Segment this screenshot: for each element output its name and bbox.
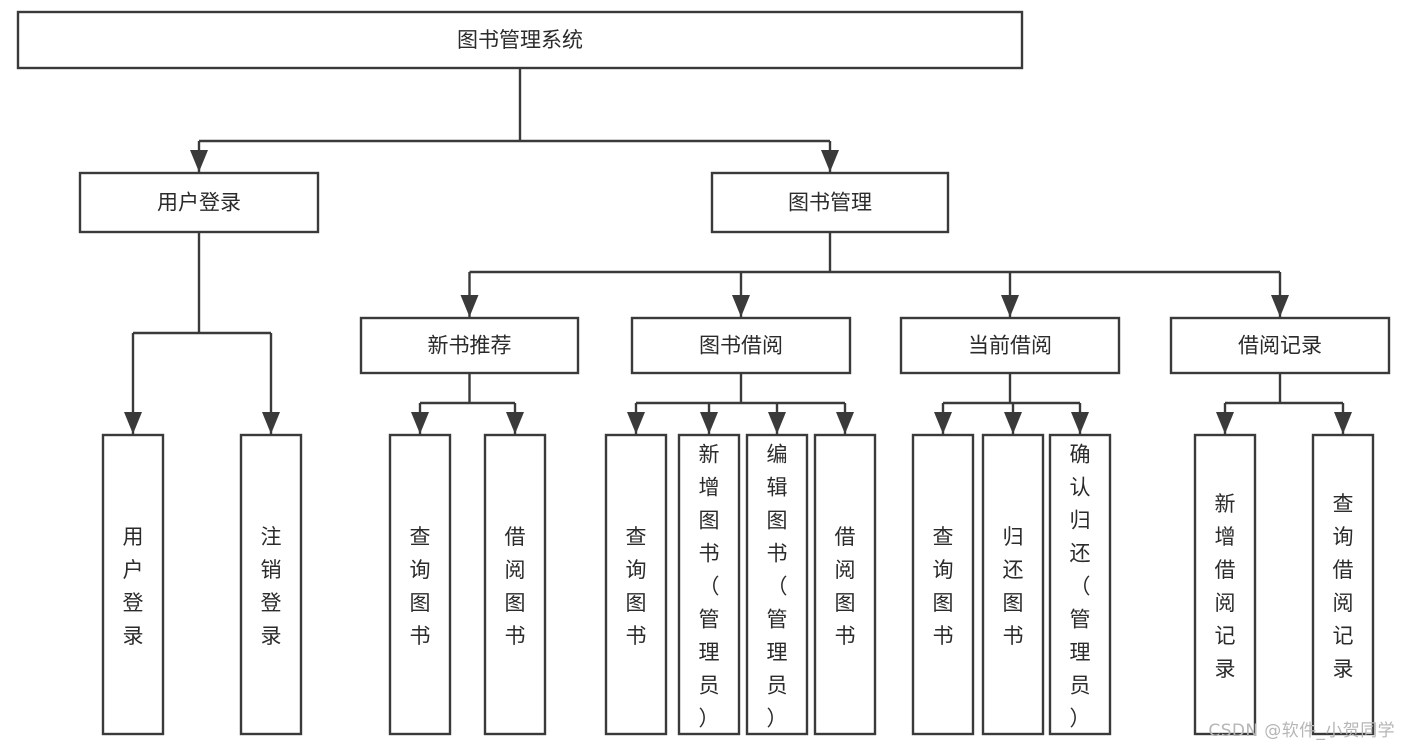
node-box-add-borrow-record[interactable] <box>1193 433 1257 736</box>
arrow-head-icon <box>1071 412 1089 434</box>
node-label-root: 图书管理系统 <box>457 28 583 52</box>
node-query-book-3[interactable]: 查询图书 <box>911 433 975 736</box>
node-box-book-manage[interactable] <box>710 171 950 234</box>
node-box-return-book[interactable] <box>981 433 1045 736</box>
arrow-head-icon <box>411 412 429 434</box>
node-label-edit-book-admin: 编辑图书（管理员） <box>767 443 788 731</box>
node-label-query-book-2: 查询图书 <box>626 525 647 648</box>
node-label-book-manage: 图书管理 <box>788 191 872 215</box>
edge-user-login-to-children <box>124 232 280 434</box>
node-box-query-book-3[interactable] <box>911 433 975 736</box>
node-label-current-borrow: 当前借阅 <box>968 334 1052 358</box>
node-label-user-login-do: 用户登录 <box>123 525 144 648</box>
arrow-head-icon <box>1001 295 1019 317</box>
node-borrow-book-1[interactable]: 借阅图书 <box>483 433 547 736</box>
node-label-new-book-recommend: 新书推荐 <box>428 334 512 358</box>
edge-root-to-level1 <box>190 68 839 172</box>
node-box-confirm-return-admin[interactable] <box>1048 433 1112 736</box>
node-add-book-admin[interactable]: 新增图书（管理员） <box>677 433 741 736</box>
arrow-head-icon <box>732 295 750 317</box>
node-label-return-book: 归还图书 <box>1003 525 1024 648</box>
arrow-head-icon <box>768 412 786 434</box>
arrow-head-icon <box>627 412 645 434</box>
arrow-head-icon <box>700 412 718 434</box>
arrow-head-icon <box>460 295 479 317</box>
node-borrow-record[interactable]: 借阅记录 <box>1169 316 1391 375</box>
edge-current-borrow-to-children <box>934 373 1089 434</box>
node-edit-book-admin[interactable]: 编辑图书（管理员） <box>745 433 809 736</box>
arrow-head-icon <box>124 412 142 434</box>
node-new-book-recommend[interactable]: 新书推荐 <box>359 316 580 375</box>
node-query-book-1[interactable]: 查询图书 <box>388 433 452 736</box>
arrow-head-icon <box>1216 412 1234 434</box>
node-box-user-logout[interactable] <box>239 433 303 736</box>
node-add-borrow-record[interactable]: 新增借阅记录 <box>1193 433 1257 736</box>
node-book-borrow[interactable]: 图书借阅 <box>630 316 852 375</box>
edge-book-manage-to-level2 <box>460 232 1289 317</box>
node-borrow-book-2[interactable]: 借阅图书 <box>813 433 877 736</box>
node-box-borrow-record[interactable] <box>1169 316 1391 375</box>
node-label-borrow-record: 借阅记录 <box>1238 334 1322 358</box>
nodes-layer: 图书管理系统用户登录图书管理用户登录注销登录新书推荐图书借阅当前借阅借阅记录查询… <box>16 10 1391 736</box>
node-label-user-logout: 注销登录 <box>261 525 282 648</box>
arrow-head-icon <box>1271 295 1289 317</box>
arrow-head-icon <box>821 150 839 172</box>
node-user-login[interactable]: 用户登录 <box>78 171 320 234</box>
node-book-manage[interactable]: 图书管理 <box>710 171 950 234</box>
arrow-head-icon <box>1334 412 1352 434</box>
node-query-borrow-record[interactable]: 查询借阅记录 <box>1311 433 1375 736</box>
node-box-borrow-book-2[interactable] <box>813 433 877 736</box>
node-user-login-do[interactable]: 用户登录 <box>101 433 165 736</box>
node-box-query-book-2[interactable] <box>604 433 668 736</box>
node-label-query-borrow-record: 查询借阅记录 <box>1333 492 1354 681</box>
arrow-head-icon <box>506 412 524 434</box>
edges-layer <box>124 68 1352 434</box>
node-label-confirm-return-admin: 确认归还（管理员） <box>1070 443 1091 731</box>
node-box-user-login[interactable] <box>78 171 320 234</box>
node-confirm-return-admin[interactable]: 确认归还（管理员） <box>1048 433 1112 736</box>
arrow-head-icon <box>1004 412 1022 434</box>
node-label-borrow-book-2: 借阅图书 <box>835 525 856 648</box>
node-query-book-2[interactable]: 查询图书 <box>604 433 668 736</box>
node-box-root[interactable] <box>16 10 1024 70</box>
arrow-head-icon <box>934 412 952 434</box>
arrow-head-icon <box>262 412 280 434</box>
edge-new-book-recommend-to-children <box>411 373 524 434</box>
node-label-query-book-3: 查询图书 <box>933 525 954 648</box>
node-label-book-borrow: 图书借阅 <box>699 334 783 358</box>
node-box-edit-book-admin[interactable] <box>745 433 809 736</box>
arrow-head-icon <box>836 412 854 434</box>
node-box-current-borrow[interactable] <box>899 316 1121 375</box>
node-return-book[interactable]: 归还图书 <box>981 433 1045 736</box>
node-box-user-login-do[interactable] <box>101 433 165 736</box>
node-label-user-login: 用户登录 <box>157 191 241 215</box>
node-current-borrow[interactable]: 当前借阅 <box>899 316 1121 375</box>
node-user-logout[interactable]: 注销登录 <box>239 433 303 736</box>
node-label-query-book-1: 查询图书 <box>410 525 431 648</box>
node-box-book-borrow[interactable] <box>630 316 852 375</box>
node-root[interactable]: 图书管理系统 <box>16 10 1024 70</box>
edge-book-borrow-to-children <box>627 373 854 434</box>
arrow-head-icon <box>190 150 208 172</box>
node-label-add-book-admin: 新增图书（管理员） <box>699 443 720 731</box>
edge-borrow-record-to-children <box>1216 373 1352 434</box>
node-box-new-book-recommend[interactable] <box>359 316 580 375</box>
node-box-query-borrow-record[interactable] <box>1311 433 1375 736</box>
node-label-add-borrow-record: 新增借阅记录 <box>1215 492 1236 681</box>
node-label-borrow-book-1: 借阅图书 <box>505 525 526 648</box>
node-box-add-book-admin[interactable] <box>677 433 741 736</box>
node-box-query-book-1[interactable] <box>388 433 452 736</box>
node-box-borrow-book-1[interactable] <box>483 433 547 736</box>
